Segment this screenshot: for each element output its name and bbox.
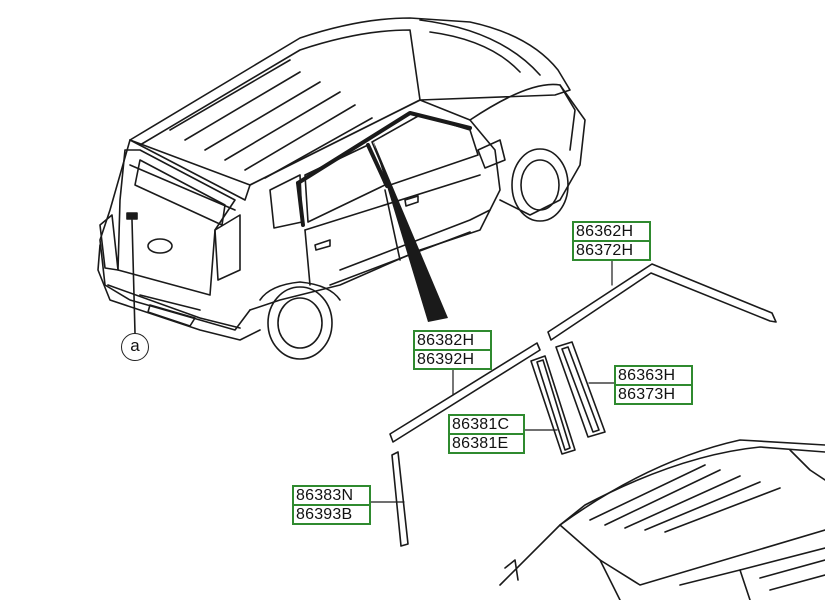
leader-lines — [369, 257, 616, 503]
part-label-86373h: 86373H — [614, 384, 693, 405]
part-label-86393b: 86393B — [292, 504, 371, 525]
part-label-86362h: 86362H — [572, 221, 651, 242]
part-label-86372h: 86372H — [572, 240, 651, 261]
part-label-86381c: 86381C — [448, 414, 525, 435]
vehicle-front-view-partial — [499, 439, 825, 600]
callout-a-leader — [131, 219, 136, 334]
part-label-86381e: 86381E — [448, 433, 525, 454]
roof-front-moulding — [389, 342, 541, 443]
roof-rear-moulding — [547, 263, 777, 341]
front-pillar-moulding — [391, 451, 409, 547]
center-pillar-moulding — [530, 355, 576, 455]
part-label-86363h: 86363H — [614, 365, 693, 386]
part-label-86383n: 86383N — [292, 485, 371, 506]
callout-pointer-wedge — [373, 140, 448, 322]
mid-pillar-moulding — [555, 341, 606, 438]
highlighted-mouldings — [296, 111, 472, 227]
callout-a: a — [121, 333, 149, 361]
vehicle-rear-view — [97, 17, 586, 360]
part-label-86392h: 86392H — [413, 349, 492, 370]
part-label-86382h: 86382H — [413, 330, 492, 351]
